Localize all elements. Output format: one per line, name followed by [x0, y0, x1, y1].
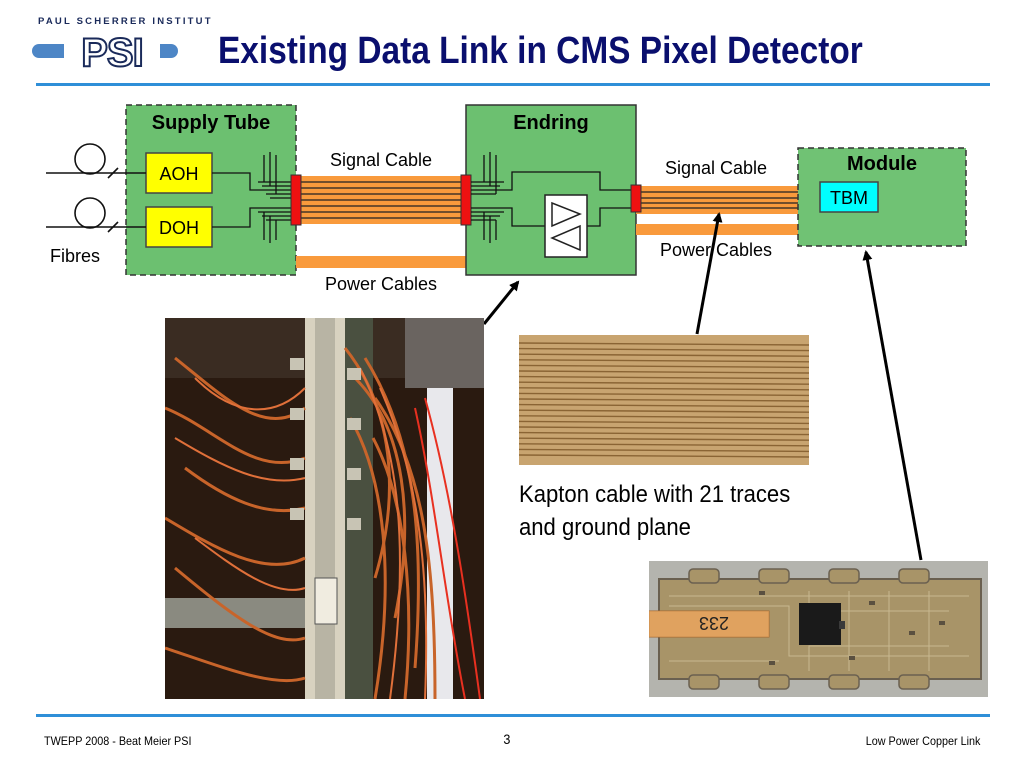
- supply-tube-label: Supply Tube: [152, 112, 271, 134]
- footer-author: TWEPP 2008 - Beat Meier PSI: [44, 734, 192, 748]
- footer-rule: [36, 714, 990, 717]
- supply-tube-wiring: [212, 152, 292, 243]
- arrow-to-endring: [482, 280, 520, 325]
- doh-label: DOH: [159, 218, 199, 238]
- endring-wiring: [471, 152, 632, 243]
- kapton-caption: Kapton cable with 21 traces and ground p…: [519, 478, 790, 544]
- connector-endring-in-front: [460, 174, 472, 226]
- signal-cable-2-traces: [636, 191, 798, 209]
- signal-cable-2-label: Signal Cable: [665, 158, 767, 178]
- endring-cabling-photo: [165, 318, 484, 699]
- fibre-lines: [46, 143, 146, 233]
- module-cable-number: 233: [699, 613, 729, 633]
- doh-box: [145, 206, 213, 248]
- aoh-label: AOH: [159, 164, 198, 184]
- arrow-to-signal-cable: [695, 212, 723, 335]
- repeater-forward-icon: [551, 201, 582, 228]
- module-label: Module: [847, 153, 917, 175]
- power-cables-1-label: Power Cables: [325, 274, 437, 294]
- institute-name: PAUL SCHERRER INSTITUT: [38, 16, 213, 27]
- footer-topic: Low Power Copper Link: [865, 734, 980, 748]
- connector-endring-out: [630, 184, 642, 213]
- endring-label: Endring: [513, 112, 589, 134]
- psi-logo: PSI: [32, 30, 178, 72]
- module-photo: 233: [649, 561, 988, 697]
- signal-cable-1-traces: [296, 181, 466, 219]
- kapton-caption-line2: and ground plane: [519, 514, 691, 541]
- page-title: Existing Data Link in CMS Pixel Detector: [218, 30, 863, 72]
- aoh-box: [145, 152, 213, 194]
- repeater-backward-icon: [550, 224, 581, 252]
- tbm-label: TBM: [830, 188, 868, 208]
- tbm-box: [819, 181, 879, 213]
- header-rule: [36, 83, 990, 86]
- kapton-cable-photo: [519, 335, 809, 465]
- signal-cable-2: [636, 186, 798, 214]
- psi-logo-letters: PSI: [81, 31, 142, 72]
- power-cable-1: [296, 256, 466, 268]
- signal-cable-1-label: Signal Cable: [330, 150, 432, 170]
- connector-left: [290, 174, 302, 226]
- arrow-to-module: [862, 250, 923, 561]
- fibres-label: Fibres: [50, 246, 100, 266]
- kapton-caption-line1: Kapton cable with 21 traces: [519, 481, 791, 508]
- footer-page-number: 3: [503, 731, 511, 747]
- power-cables-2-label: Power Cables: [660, 240, 772, 260]
